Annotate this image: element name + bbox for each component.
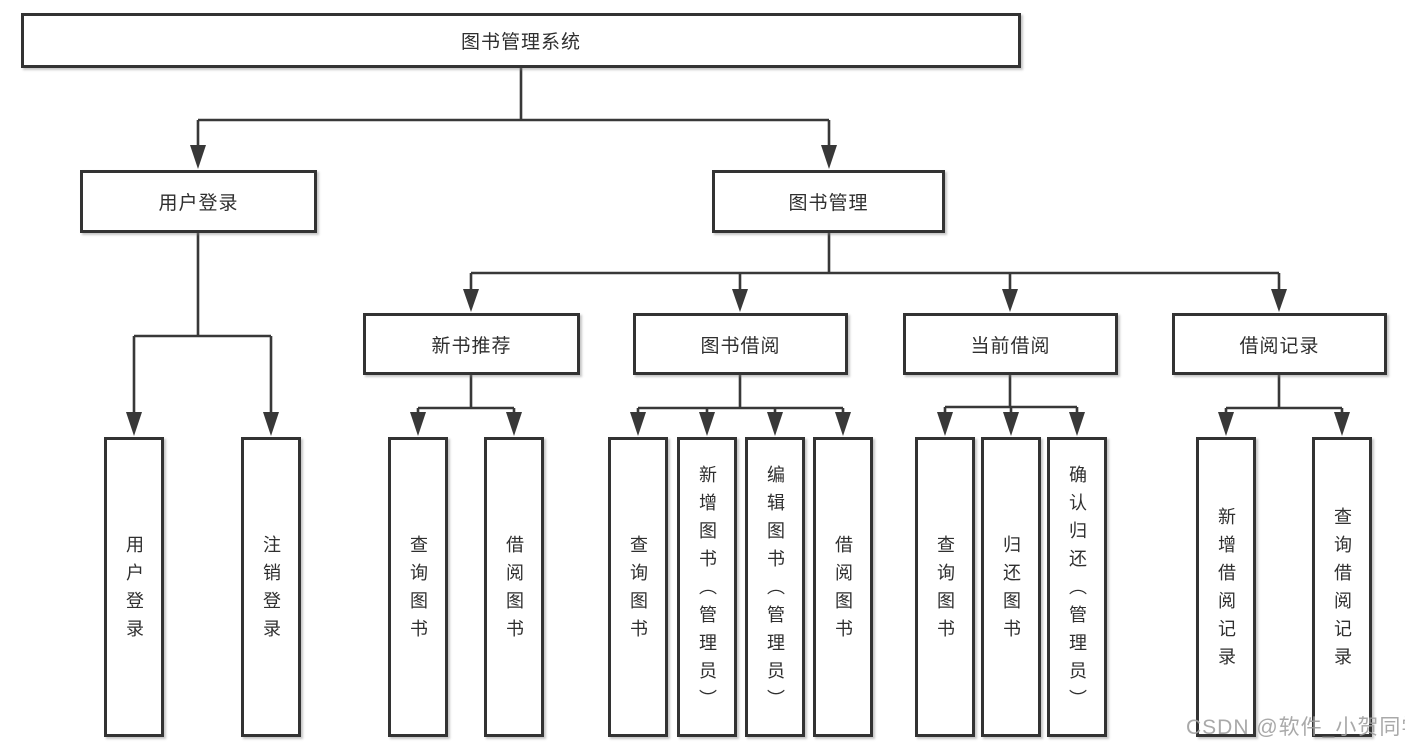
connector-bookborrow-to-leaves xyxy=(636,375,845,414)
leaf-logout: 注销登录 xyxy=(241,437,301,737)
node-library-management-system: 图书管理系统 xyxy=(21,13,1021,68)
leaf-bookborrow-borrow-books: 借阅图书 xyxy=(813,437,873,737)
watermark: CSDN @软件_小贺同学 xyxy=(1186,716,1405,739)
node-user-login: 用户登录 xyxy=(80,170,317,233)
connector-bookmgmt-to-level3 xyxy=(469,233,1281,291)
connector-root-to-level2 xyxy=(196,68,831,148)
leaf-currentborrow-query-books: 查询图书 xyxy=(915,437,975,737)
leaf-bookborrow-add-books-admin: 新增图书（管理员） xyxy=(677,437,737,737)
leaf-bookborrow-query-books: 查询图书 xyxy=(608,437,668,737)
leaf-newbookrec-query-books: 查询图书 xyxy=(388,437,448,737)
node-current-borrowing: 当前借阅 xyxy=(903,313,1118,375)
leaf-bookborrow-edit-books-admin: 编辑图书（管理员） xyxy=(745,437,805,737)
leaf-records-query-borrow-record: 查询借阅记录 xyxy=(1312,437,1372,737)
leaf-currentborrow-confirm-return-admin: 确认归还（管理员） xyxy=(1047,437,1107,737)
node-borrowing-records: 借阅记录 xyxy=(1172,313,1387,375)
connector-newbookrec-to-leaves xyxy=(416,375,516,414)
node-new-book-recommend: 新书推荐 xyxy=(363,313,580,375)
connector-borrowrecords-to-leaves xyxy=(1224,375,1344,414)
leaf-newbookrec-borrow-books: 借阅图书 xyxy=(484,437,544,737)
connector-userlogin-to-leaves xyxy=(132,233,273,414)
connector-currentborrow-to-leaves xyxy=(943,375,1079,414)
node-book-borrowing: 图书借阅 xyxy=(633,313,848,375)
leaf-currentborrow-return-books: 归还图书 xyxy=(981,437,1041,737)
leaf-user-login: 用户登录 xyxy=(104,437,164,737)
node-book-management: 图书管理 xyxy=(712,170,945,233)
leaf-records-add-borrow-record: 新增借阅记录 xyxy=(1196,437,1256,737)
